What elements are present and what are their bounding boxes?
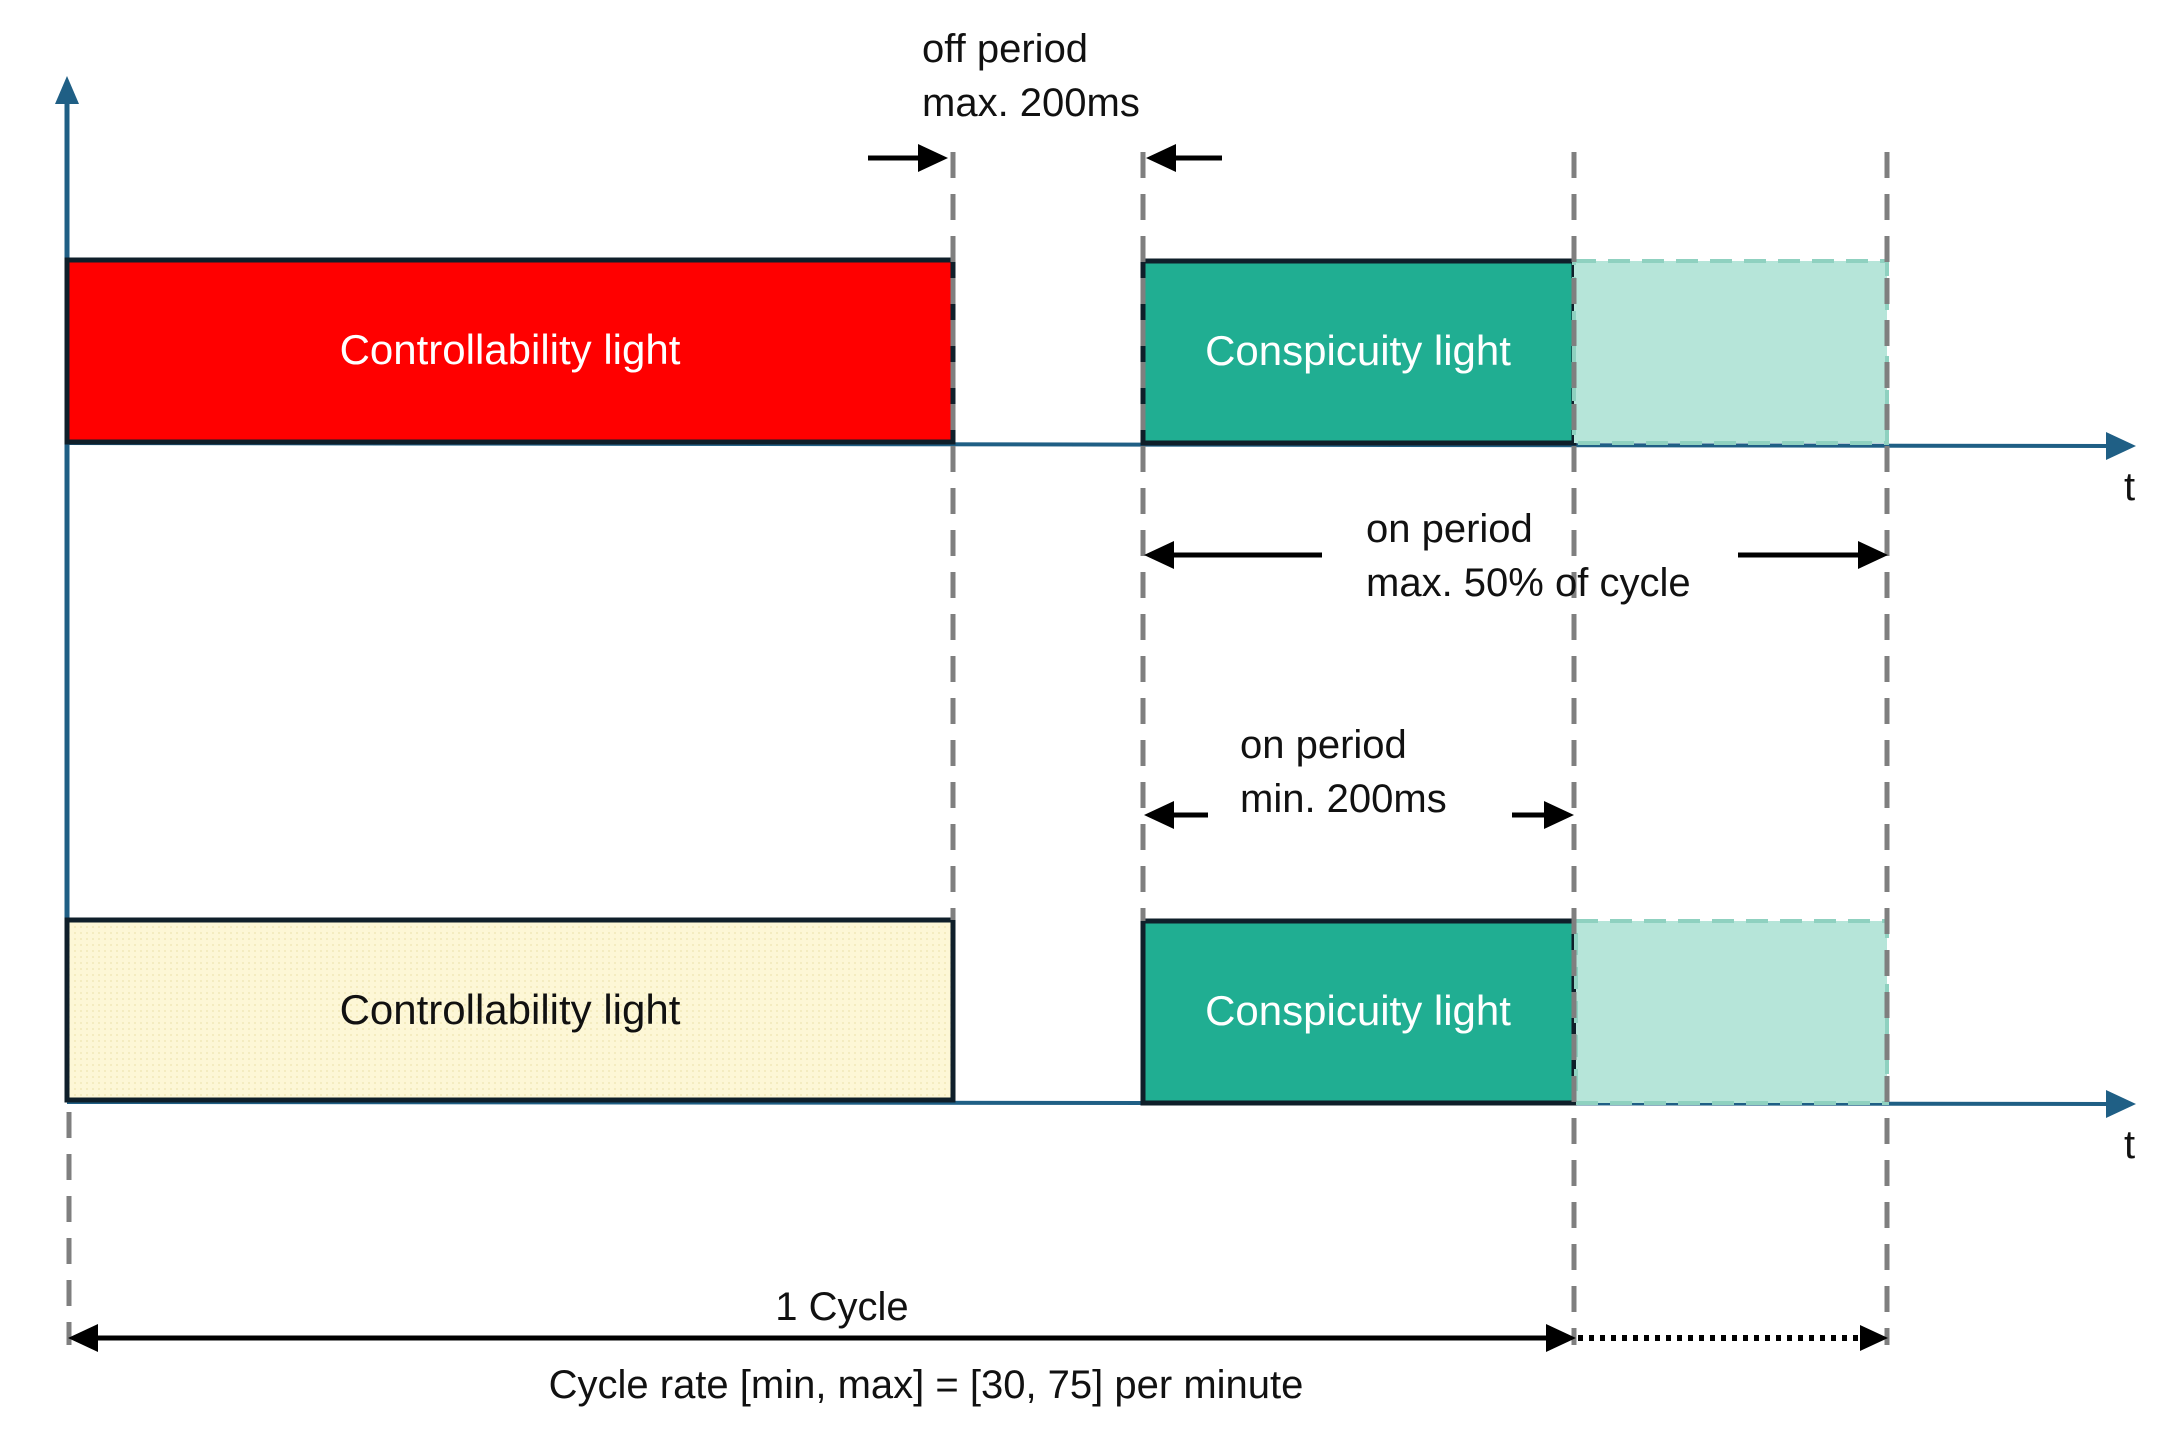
- cycle-extension-arrow-head: [1860, 1325, 1888, 1351]
- off-period-arrow-left-head: [918, 144, 948, 172]
- on-period-min-label-line1: on period: [1240, 723, 1407, 767]
- on-period-max-label-line1: on period: [1366, 507, 1533, 551]
- on-period-min-label-line2: min. 200ms: [1240, 777, 1447, 821]
- upper-controllability-box: [64, 257, 956, 445]
- lower-conspicuity-box: [1140, 918, 1577, 1106]
- upper-conspicuity-box: [1140, 258, 1577, 446]
- on-period-min-arrow-left-head: [1144, 801, 1174, 829]
- lower-time-axis-arrowhead: [2106, 1090, 2136, 1118]
- lower-controllability-box: [64, 917, 956, 1103]
- off-period-label-line1: off period: [922, 27, 1088, 71]
- on-period-max-arrow-left-head: [1144, 541, 1174, 569]
- y-axis-arrowhead: [55, 76, 79, 104]
- lower-conspicuity-extension: [1574, 919, 1889, 1105]
- lower-conspicuity-label: Conspicuity light: [1205, 987, 1511, 1034]
- cycle-label: 1 Cycle: [775, 1285, 908, 1329]
- upper-controllability-label: Controllability light: [340, 326, 681, 373]
- lower-controllability-label: Controllability light: [340, 986, 681, 1033]
- cycle-arrow-left-head: [68, 1324, 98, 1352]
- upper-conspicuity-label: Conspicuity light: [1205, 327, 1511, 374]
- lower-axis-t-label: t: [2124, 1123, 2135, 1167]
- off-period-label-line2: max. 200ms: [922, 81, 1140, 125]
- on-period-max-label-line2: max. 50% of cycle: [1366, 561, 1691, 605]
- upper-time-axis-arrowhead: [2106, 432, 2136, 460]
- on-period-max-arrow-right-head: [1858, 541, 1888, 569]
- cycle-rate-label: Cycle rate [min, max] = [30, 75] per min…: [549, 1363, 1304, 1407]
- guide-lines: [66, 152, 1890, 1345]
- off-period-arrow-right-head: [1146, 144, 1176, 172]
- cycle-arrow-right-head: [1546, 1324, 1576, 1352]
- on-period-min-arrow-right-head: [1544, 801, 1574, 829]
- upper-conspicuity-extension: [1572, 259, 1889, 445]
- upper-axis-t-label: t: [2124, 465, 2135, 509]
